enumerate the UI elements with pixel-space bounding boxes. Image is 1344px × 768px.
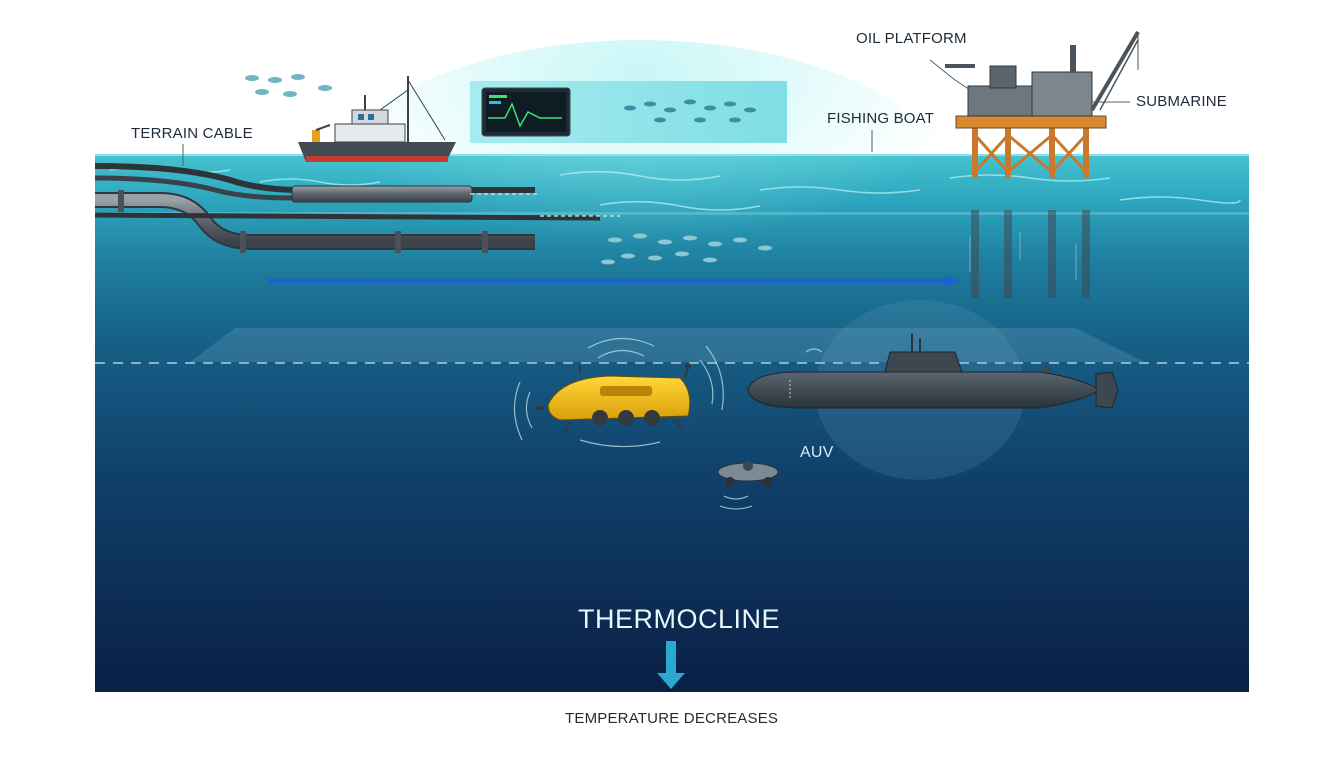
auv-sonar-waves bbox=[513, 337, 823, 448]
temperature-decreases-label: TEMPERATURE DECREASES bbox=[565, 710, 779, 727]
sonar-monitor-icon bbox=[481, 87, 571, 137]
fishing-boat-label: FISHING BOAT bbox=[827, 110, 935, 127]
oil-platform-icon bbox=[945, 30, 1140, 298]
current-arrows bbox=[969, 232, 1077, 280]
submarine-icon bbox=[747, 334, 1119, 409]
fish-school-underwater-icon bbox=[601, 233, 772, 265]
terrain-cable-label: TERRAIN CABLE bbox=[131, 125, 253, 142]
fish-school-surface-icon bbox=[245, 74, 332, 97]
auv-label: AUV bbox=[800, 444, 834, 461]
leader-lines bbox=[182, 59, 1130, 166]
thermocline-label: THERMOCLINE bbox=[578, 604, 781, 634]
flow-arrow-icon bbox=[268, 275, 960, 287]
surface-zone-bottom bbox=[95, 212, 1249, 215]
submarine-label: SUBMARINE bbox=[1136, 93, 1227, 110]
fish-school-panel-icon bbox=[624, 99, 756, 123]
oil-platform-label: OIL PLATFORM bbox=[856, 30, 967, 47]
small-auv-icon bbox=[717, 461, 779, 510]
pipeline bbox=[95, 190, 535, 253]
terrain-cable bbox=[94, 163, 620, 221]
auv-yellow-icon bbox=[536, 363, 691, 433]
arrow-down-icon bbox=[657, 641, 685, 689]
fishing-boat-icon bbox=[298, 76, 456, 162]
